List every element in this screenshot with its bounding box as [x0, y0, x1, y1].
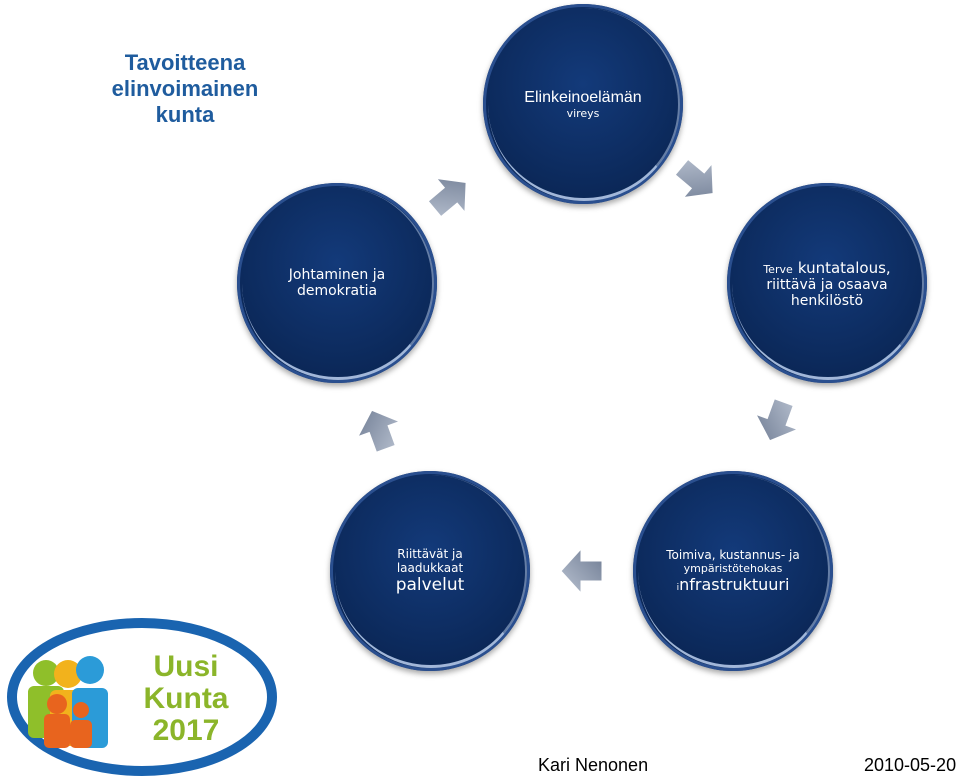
footer-date: 2010-05-20: [864, 755, 957, 775]
node-label: riittävä ja osaava: [766, 276, 888, 293]
node-label: laadukkaat: [396, 561, 464, 575]
node-label-rest: kuntatalous,: [797, 258, 891, 277]
node-label: Elinkeinoelämän: [524, 88, 642, 106]
footer-author: Kari Nenonen: [538, 755, 649, 775]
node-label: Riittävät ja: [397, 547, 463, 561]
arrow-down-icon: [754, 398, 799, 442]
title-line: kunta: [155, 102, 215, 127]
node-label-small: Terve: [763, 262, 793, 276]
node-label: palvelut: [395, 575, 465, 595]
node-label: Johtaminen ja: [288, 267, 386, 283]
people-icon: [28, 656, 108, 748]
node-palvelut: Riittävät ja laadukkaat palvelut: [330, 471, 530, 671]
page-title: Tavoitteena elinvoimainen kunta: [80, 50, 290, 128]
title-line: Tavoitteena: [124, 50, 246, 75]
node-label: vireys: [566, 106, 600, 120]
logo-text-kunta: Kunta: [144, 682, 229, 715]
node-label-rest: nfrastruktuuri: [679, 575, 790, 594]
node-label: henkilöstö: [790, 292, 864, 309]
node-infrastruktuuri: Toimiva, kustannus- ja ympäristötehokas …: [633, 471, 833, 671]
node-label: ympäristötehokas: [683, 562, 783, 575]
logo-text-year: 2017: [153, 714, 220, 747]
node-label: Terve kuntatalous,: [763, 258, 890, 277]
logo-text-uusi: Uusi: [153, 650, 218, 683]
node-label-small: i: [676, 583, 680, 593]
node-label: infrastruktuuri: [677, 575, 790, 594]
arrow-right-up-icon: [427, 177, 467, 218]
arrow-up-icon: [356, 409, 401, 453]
arrow-left-icon: [560, 547, 603, 595]
node-label: Toimiva, kustannus- ja: [666, 548, 800, 562]
title-line: elinvoimainen: [111, 76, 259, 101]
node-elinkeinoelaman-vireys: Elinkeinoelämän vireys: [483, 4, 683, 204]
uusi-kunta-2017-logo: Uusi Kunta 2017: [7, 618, 277, 776]
arrow-right-down-icon: [674, 158, 714, 199]
node-label: demokratia: [296, 283, 378, 299]
node-kuntatalous: Terve kuntatalous, riittävä ja osaava he…: [727, 183, 927, 383]
node-johtaminen: Johtaminen ja demokratia: [237, 183, 437, 383]
